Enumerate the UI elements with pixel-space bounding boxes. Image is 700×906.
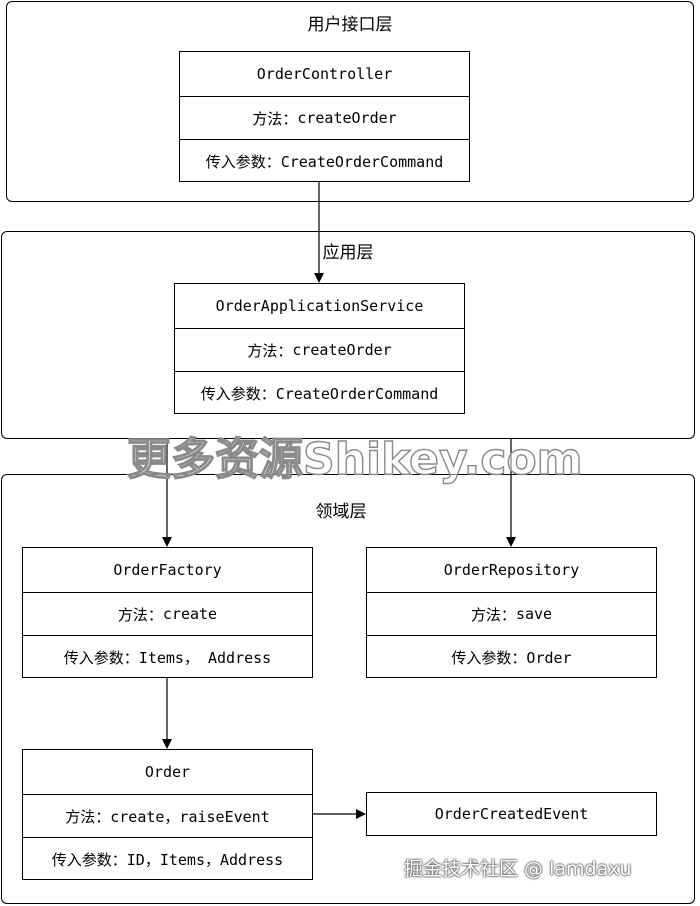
order-controller-method-row: 方法：createOrder xyxy=(180,96,469,139)
order-method-row: 方法：create，raiseEvent xyxy=(23,794,312,837)
order-created-event-name: OrderCreatedEvent xyxy=(434,805,589,823)
application-layer-title: 应用层 xyxy=(322,243,374,263)
credit-text: 掘金技术社区 @ lamdaxu xyxy=(404,858,632,880)
order-param: ID，Items，Address xyxy=(126,851,284,869)
order-param-label: 传入参数： xyxy=(51,851,127,869)
order-repository-box: OrderRepository 方法：save 传入参数：Order xyxy=(366,547,657,678)
order-factory-param-row: 传入参数：Items， Address xyxy=(23,635,312,679)
order-factory-name: OrderFactory xyxy=(113,561,222,579)
order-application-service-name: OrderApplicationService xyxy=(215,297,424,315)
order-controller-param-row: 传入参数：CreateOrderCommand xyxy=(180,139,469,183)
order-application-service-param-row: 传入参数：CreateOrderCommand xyxy=(175,371,464,415)
order-controller-param-label: 传入参数： xyxy=(205,153,281,171)
order-application-service-method-label: 方法： xyxy=(247,341,293,360)
order-factory-param: Items， Address xyxy=(138,649,272,667)
order-factory-box: OrderFactory 方法：create 传入参数：Items， Addre… xyxy=(22,547,313,678)
order-factory-param-label: 传入参数： xyxy=(63,649,139,667)
order-application-service-param-label: 传入参数： xyxy=(200,385,276,403)
order-controller-method: createOrder xyxy=(297,109,397,127)
order-method-label: 方法： xyxy=(65,807,111,826)
order-factory-method-row: 方法：create xyxy=(23,592,312,635)
order-repository-param-label: 传入参数： xyxy=(451,649,527,667)
order-name: Order xyxy=(144,763,191,781)
order-method: create，raiseEvent xyxy=(110,807,270,826)
order-application-service-method: createOrder xyxy=(292,341,392,359)
order-repository-param: Order xyxy=(526,648,572,667)
domain-layer-title: 领域层 xyxy=(315,502,367,522)
order-box: Order 方法：create，raiseEvent 传入参数：ID，Items… xyxy=(22,749,313,880)
order-application-service-method-row: 方法：createOrder xyxy=(175,328,464,371)
order-repository-method-row: 方法：save xyxy=(367,592,656,635)
order-controller-box: OrderController 方法：createOrder 传入参数：Crea… xyxy=(179,51,470,182)
order-factory-method-label: 方法： xyxy=(117,605,163,624)
order-repository-name: OrderRepository xyxy=(443,561,580,579)
order-factory-method: create xyxy=(162,605,218,623)
user-interface-layer-title: 用户接口层 xyxy=(307,15,393,35)
order-created-event-box: OrderCreatedEvent xyxy=(366,792,657,836)
order-param-row: 传入参数：ID，Items，Address xyxy=(23,837,312,881)
order-repository-method-label: 方法： xyxy=(470,605,516,624)
watermark-text: 更多资源Shikey.com xyxy=(126,433,583,485)
order-repository-param-row: 传入参数：Order xyxy=(367,635,656,679)
order-application-service-param: CreateOrderCommand xyxy=(275,384,439,403)
order-controller-method-label: 方法： xyxy=(252,109,298,128)
order-repository-method: save xyxy=(515,605,553,623)
order-application-service-box: OrderApplicationService 方法：createOrder 传… xyxy=(174,283,465,414)
order-controller-name: OrderController xyxy=(256,65,393,83)
order-controller-param: CreateOrderCommand xyxy=(280,152,444,171)
